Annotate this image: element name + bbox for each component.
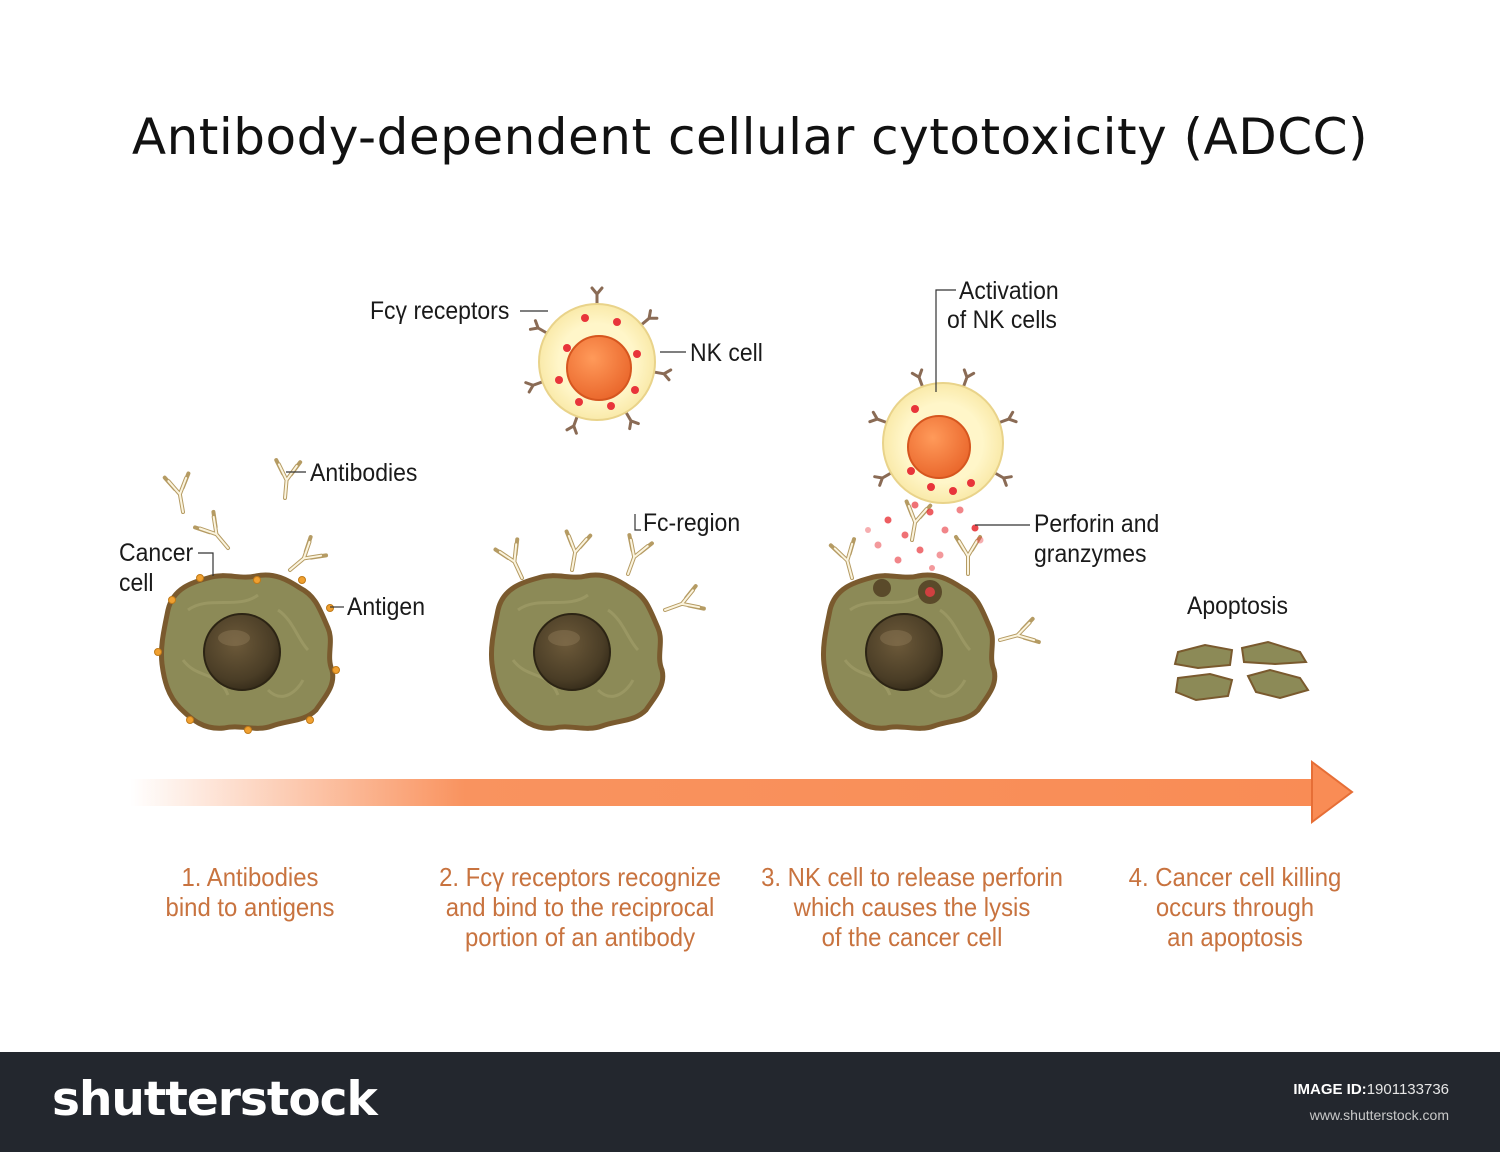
image-id-value: 1901133736 [1366,1081,1449,1098]
stage1-cancer-cell [161,575,332,728]
footer-bar [0,1052,1500,1152]
label-fc-region: Fc-region [643,509,741,537]
label-fc-receptors: Fcγ receptors [370,297,510,325]
leader-lines [198,289,1030,608]
page-title: Antibody-dependent cellular cytotoxicity… [131,108,1369,166]
nk-cell-stage3 [868,368,1018,504]
label-perforin-2: granzymes [1034,540,1147,568]
site-url[interactable]: www.shutterstock.com [1309,1107,1449,1123]
timeline-arrow [130,760,1354,824]
image-id-label: IMAGE ID: [1293,1081,1367,1098]
adcc-diagram [130,286,1354,824]
stage3-cancer-cell [823,575,994,728]
step-1-caption: 1. Antibodies bind to antigens [165,862,335,922]
step-3-caption: 3. NK cell to release perforin which cau… [761,862,1063,952]
nk-cell-stage2 [524,286,673,435]
label-cancer-cell-1: Cancer [119,539,194,567]
step-4-caption: 4. Cancer cell killing occurs through an… [1128,862,1342,952]
antigen-dots [154,574,340,734]
label-activation-2: of NK cells [947,306,1057,334]
brand-logo[interactable]: shutterstock [52,1072,378,1127]
label-antibodies: Antibodies [310,459,418,487]
step-2-caption: 2. Fcγ receptors recognize and bind to t… [439,862,721,952]
label-antigen: Antigen [347,593,426,621]
label-nk-cell: NK cell [690,339,763,367]
label-apoptosis: Apoptosis [1187,592,1289,620]
label-perforin-1: Perforin and [1034,510,1160,538]
stage2-cancer-cell [491,575,662,728]
label-activation-1: Activation [959,277,1059,305]
apoptotic-fragments [1173,640,1310,702]
perforin-granules [865,501,984,571]
image-id: IMAGE ID:1901133736 [1293,1081,1449,1098]
label-cancer-cell-2: cell [119,569,154,597]
